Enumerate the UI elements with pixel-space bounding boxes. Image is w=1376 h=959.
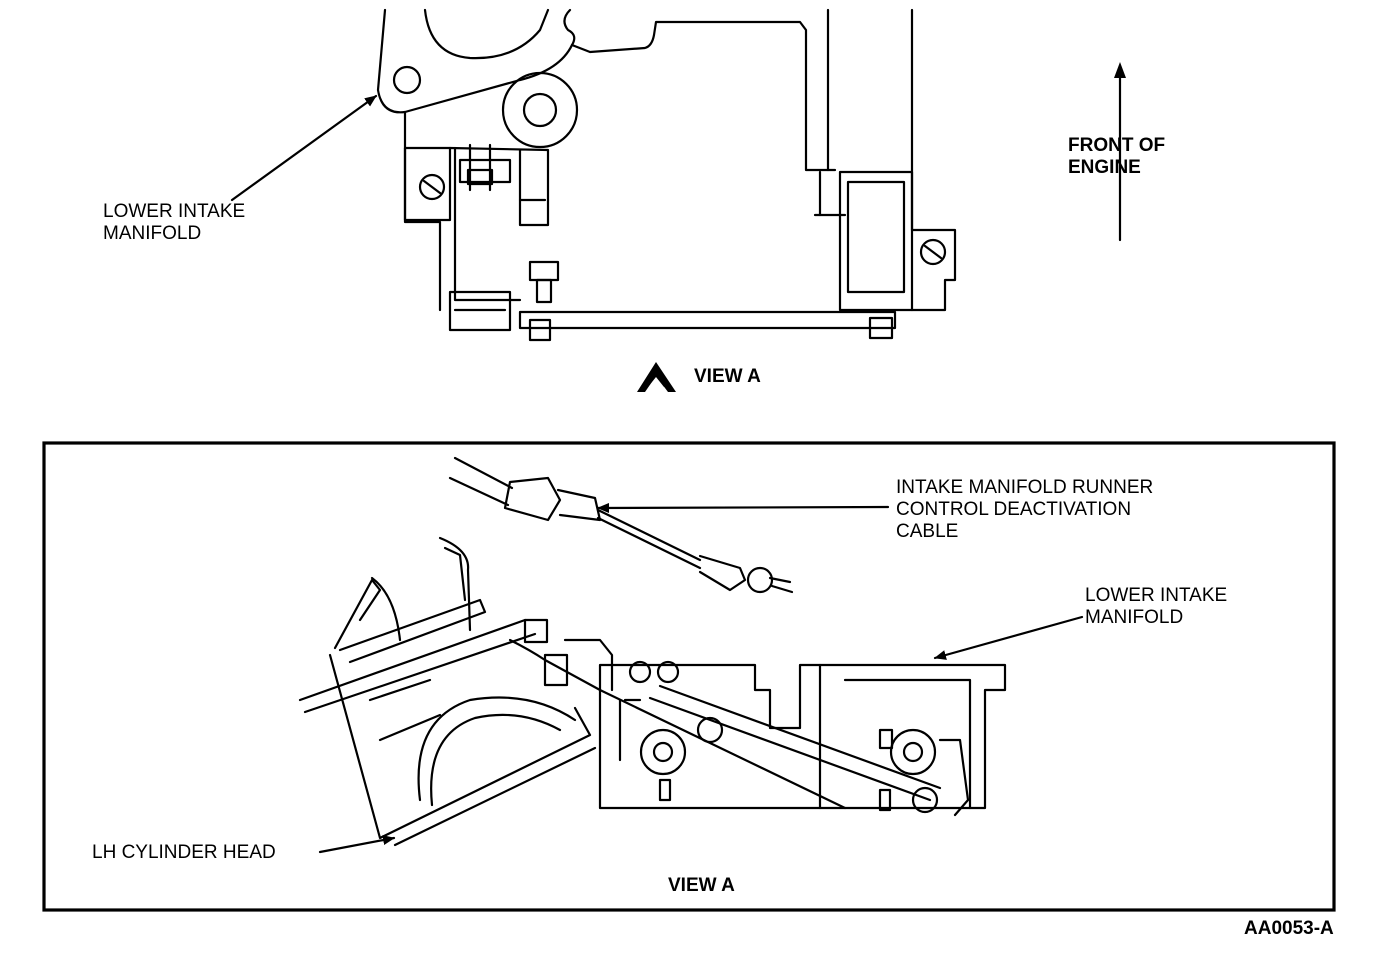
front-of-engine-line1: FRONT OF <box>1068 135 1166 156</box>
top-lower-intake-manifold-label: LOWER INTAKE MANIFOLD <box>103 201 245 245</box>
front-of-engine-line2: ENGINE <box>1068 157 1141 178</box>
cable-line2: CONTROL DEACTIVATION <box>896 499 1132 520</box>
top-manifold-drawing <box>376 8 957 342</box>
detail-lower-intake-manifold-line1: LOWER INTAKE <box>1085 585 1228 606</box>
front-of-engine-arrow <box>1114 62 1126 242</box>
cable-label: INTAKE MANIFOLD RUNNER CONTROL DEACTIVAT… <box>896 477 1153 543</box>
view-a-frame <box>42 441 1336 912</box>
detail-manifold-drawing <box>598 660 1007 817</box>
detail-lower-intake-manifold-label: LOWER INTAKE MANIFOLD <box>1085 585 1227 629</box>
view-a-marker-label: VIEW A <box>694 366 761 387</box>
top-manifold-leader <box>230 94 378 202</box>
cylinder-head-drawing <box>298 536 614 847</box>
cylinder-head-label: LH CYLINDER HEAD <box>92 842 276 863</box>
front-of-engine-label: FRONT OF ENGINE <box>1068 135 1165 179</box>
cable-line3: CABLE <box>896 521 959 542</box>
detail-lower-intake-manifold-line2: MANIFOLD <box>1085 607 1184 628</box>
cylinder-head-leader <box>318 835 396 854</box>
top-lower-intake-manifold-line1: LOWER INTAKE <box>103 201 246 222</box>
figure-code: AA0053-A <box>1244 918 1334 939</box>
cable-leader <box>596 502 890 513</box>
cable-line1: INTAKE MANIFOLD RUNNER <box>896 477 1154 498</box>
detail-manifold-leader <box>933 615 1084 660</box>
top-lower-intake-manifold-line2: MANIFOLD <box>103 223 202 244</box>
cable-drawing <box>448 456 794 594</box>
view-a-title: VIEW A <box>668 875 735 896</box>
view-a-marker-icon <box>637 362 676 392</box>
